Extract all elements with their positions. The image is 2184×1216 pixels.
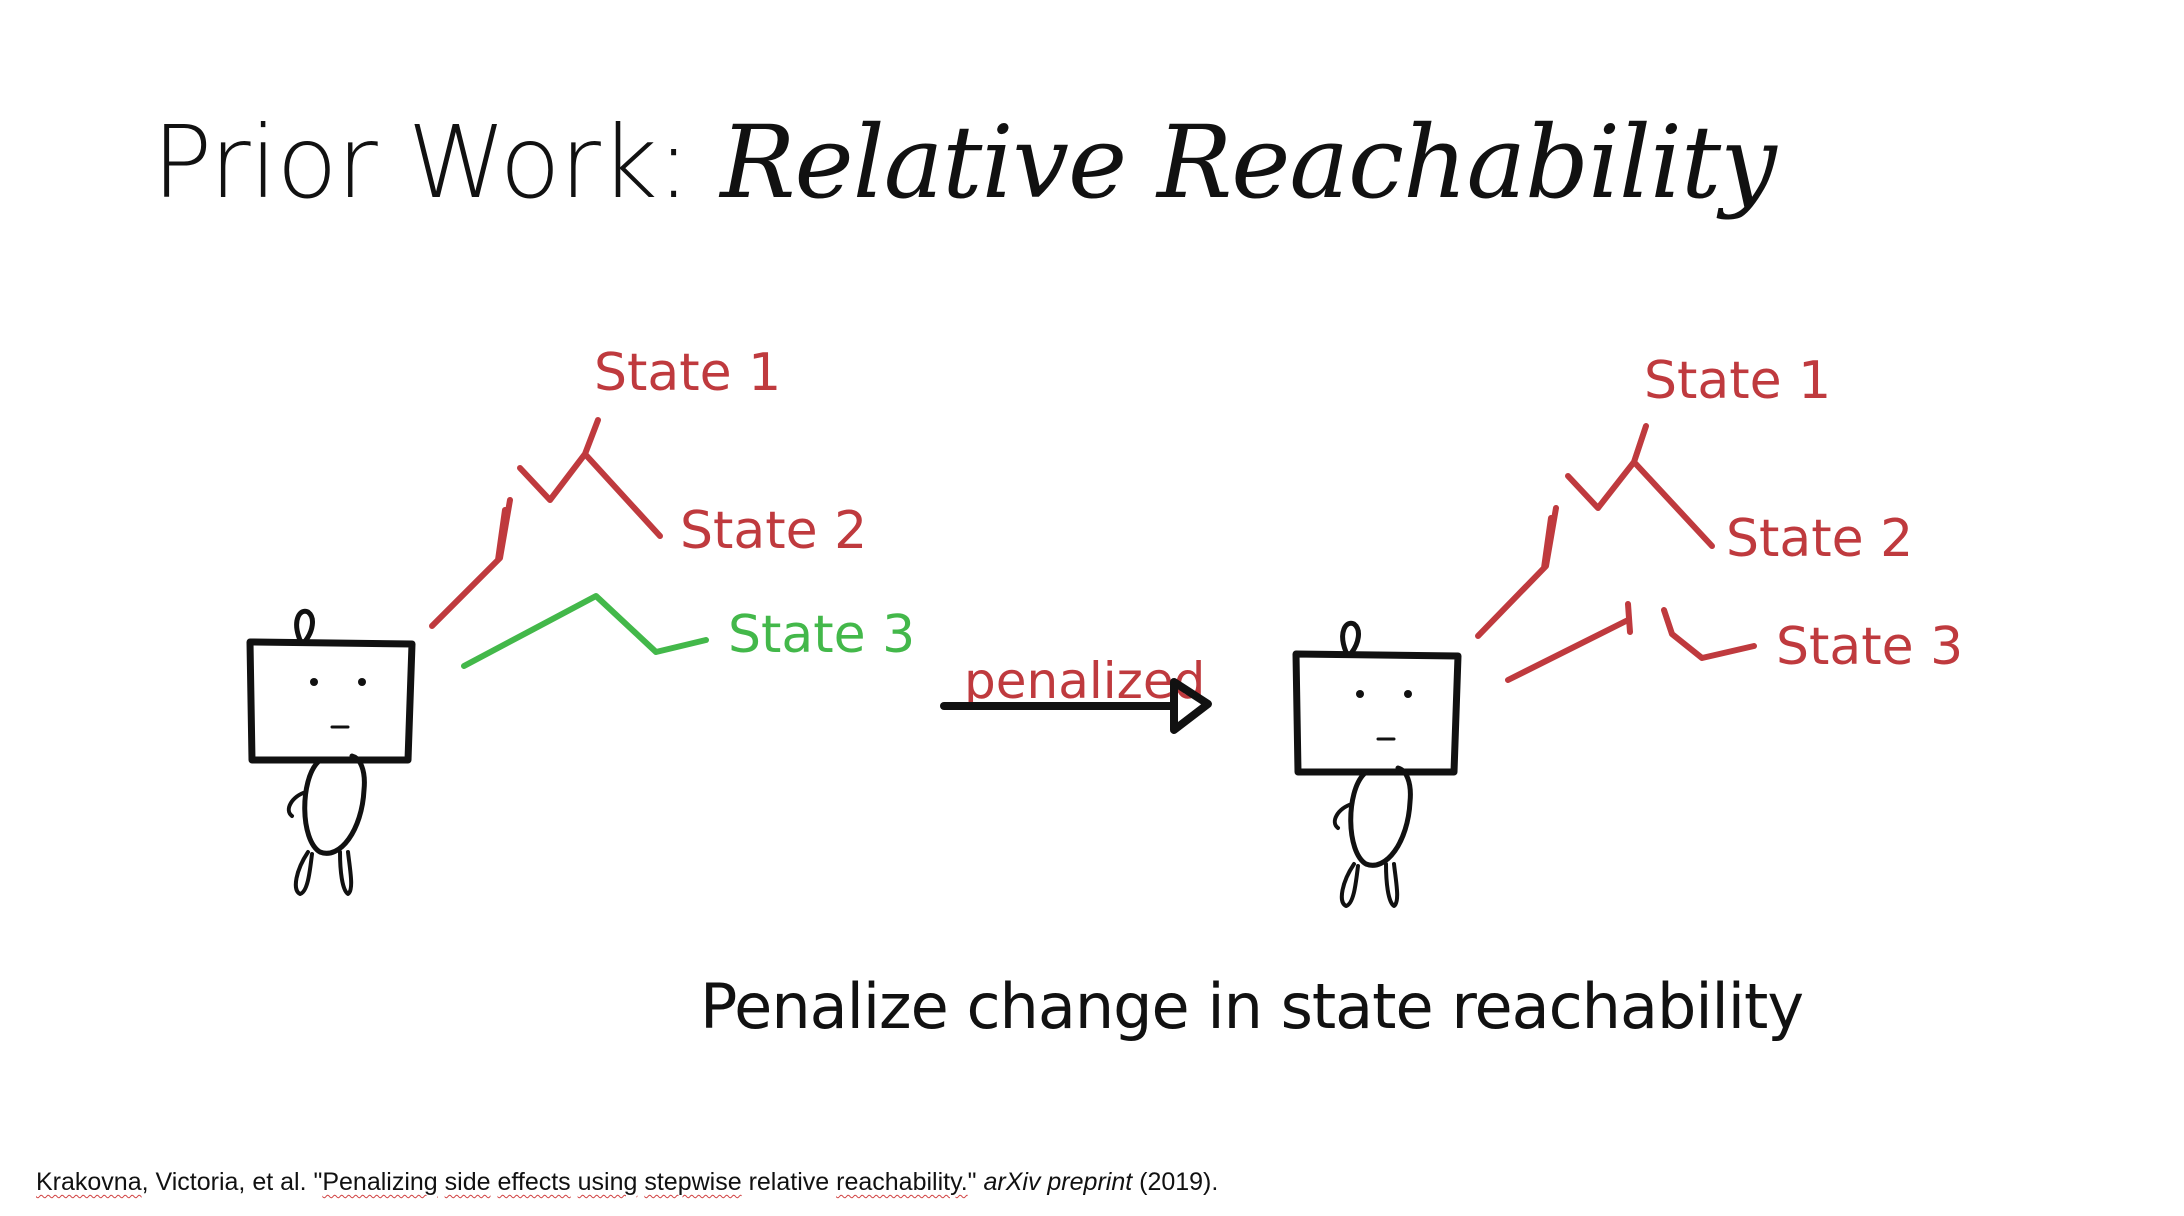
left-path-branch (517, 417, 663, 539)
title-prefix: Prior Work: (152, 104, 690, 221)
right-path-branch (1565, 423, 1715, 549)
slide-title: Prior Work: Relative Reachability (152, 104, 1777, 221)
right-state2-label: State 2 (1726, 509, 1913, 569)
right-robot-head (1292, 650, 1462, 776)
right-paths (1475, 423, 1757, 683)
left-path-to-state1-2 (429, 497, 513, 629)
title-emphasis: Relative Reachability (720, 104, 1776, 221)
arrow (940, 678, 1212, 734)
right-state1-label: State 1 (1644, 351, 1831, 411)
right-robot-antenna (1340, 620, 1361, 655)
left-state2-label: State 2 (680, 501, 867, 561)
right-path-to-state3-blocked (1505, 601, 1633, 683)
left-robot-eye-right (358, 678, 366, 686)
right-robot-leg-left (1339, 862, 1360, 908)
left-robot-leg-left (293, 850, 314, 896)
left-state3-label: State 3 (728, 605, 915, 665)
right-robot (1292, 620, 1462, 908)
arrow-label: penalized (964, 652, 1205, 710)
citation-title-tail: " (967, 1168, 984, 1196)
left-robot-leg-right (338, 850, 354, 896)
right-robot-body (1348, 765, 1413, 868)
left-robot-head (246, 638, 416, 764)
left-robot (246, 608, 416, 896)
citation-venue: arXiv preprint (983, 1168, 1133, 1196)
citation: Krakovna, Victoria, et al. "Penalizing s… (36, 1168, 1218, 1197)
subtitle: Penalize change in state reachability (700, 970, 1804, 1043)
left-state1-label: State 1 (594, 343, 781, 403)
citation-title-word: stepwise (644, 1168, 742, 1196)
right-path-to-state3-end (1661, 607, 1757, 661)
right-robot-eye-left (1356, 690, 1364, 698)
left-robot-body (302, 753, 367, 856)
citation-title-word: effects (497, 1168, 571, 1196)
left-robot-eye-left (310, 678, 318, 686)
left-robot-arm (286, 790, 308, 818)
arrow-head (1170, 678, 1212, 734)
citation-title-word: side (444, 1168, 491, 1196)
right-path-to-state1-2 (1475, 505, 1559, 639)
left-paths (429, 417, 709, 669)
citation-year: (2019). (1132, 1168, 1219, 1196)
citation-author: Krakovna (36, 1168, 142, 1196)
right-robot-eye-right (1404, 690, 1412, 698)
citation-title-word: reachability. (836, 1168, 968, 1196)
citation-title-word: using (577, 1168, 638, 1196)
citation-author-rest: , Victoria, et al. " (141, 1168, 323, 1196)
right-robot-leg-right (1384, 862, 1400, 908)
citation-title-word: Penalizing (322, 1168, 438, 1196)
left-path-to-state3 (461, 593, 709, 669)
citation-title-word: relative (748, 1168, 830, 1196)
left-robot-antenna (294, 608, 315, 643)
right-robot-arm (1332, 802, 1354, 830)
right-state3-label: State 3 (1776, 617, 1963, 677)
